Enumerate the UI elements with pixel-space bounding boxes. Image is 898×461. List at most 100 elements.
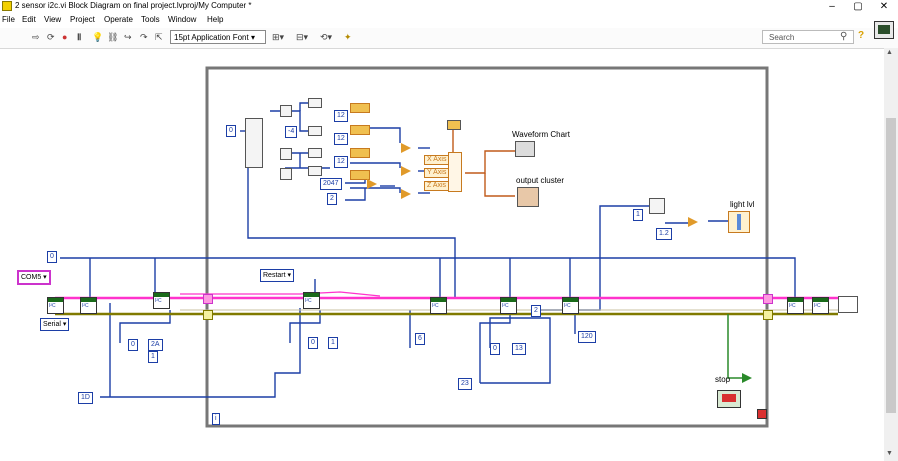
to-i16-node-3[interactable] (308, 148, 322, 158)
distribute-objects-icon[interactable]: ⊟▾ (296, 32, 309, 42)
twelve-constant-b[interactable]: 12 (334, 133, 348, 145)
stop-button-terminal[interactable]: STOP (717, 390, 741, 408)
visa-close-node[interactable] (812, 297, 829, 314)
waveform-chart-terminal[interactable] (515, 141, 535, 157)
index-array-node-2[interactable] (649, 198, 665, 214)
zero-constant-b[interactable]: 0 (308, 337, 318, 349)
to-i16-node-1[interactable] (308, 98, 322, 108)
one-constant-a[interactable]: 1 (148, 351, 158, 363)
i2c-read-node-2[interactable] (562, 297, 579, 314)
minimize-button[interactable]: – (829, 1, 835, 12)
menu-operate[interactable]: Operate (104, 15, 133, 24)
search-icon[interactable]: ⚲ (840, 31, 848, 42)
shift-register-left-error[interactable] (203, 310, 213, 320)
highlight-execution-icon[interactable]: 💡 (92, 32, 104, 42)
step-over-icon[interactable]: ↷ (140, 32, 148, 42)
shift-node-4[interactable] (350, 170, 370, 180)
one-constant-c[interactable]: 1 (633, 209, 643, 221)
i2c-write-node-3[interactable] (500, 297, 517, 314)
retain-wire-values-icon[interactable]: ⛓ (107, 32, 119, 42)
bundle-node[interactable] (448, 152, 462, 192)
i2c-write-node-1[interactable] (153, 292, 170, 309)
visa-configure-node[interactable] (47, 297, 64, 314)
twelve-constant-a[interactable]: 12 (334, 110, 348, 122)
c13-constant[interactable]: 13 (512, 343, 526, 355)
scrollbar-thumb[interactable] (886, 118, 896, 413)
two-constant-b[interactable]: 2 (531, 305, 541, 317)
zero-constant-c[interactable]: 0 (490, 343, 500, 355)
menu-project[interactable]: Project (70, 15, 95, 24)
join-numbers-node-3[interactable] (280, 168, 292, 180)
hex-1d-constant[interactable]: 1D (78, 392, 93, 404)
help-icon[interactable]: ? (858, 30, 865, 41)
zero-constant-a[interactable]: 0 (128, 339, 138, 351)
shift-register-left-visa[interactable] (203, 294, 213, 304)
i2c-config-node[interactable] (80, 297, 97, 314)
i2c-read-node-1[interactable] (430, 297, 447, 314)
search-input[interactable]: Search (762, 30, 854, 44)
i2c-close-node[interactable] (787, 297, 804, 314)
light-lvl-fill (737, 214, 741, 230)
twelve-constant-c[interactable]: 12 (334, 156, 348, 168)
loop-condition-icon[interactable] (757, 409, 767, 419)
menu-edit[interactable]: Edit (22, 15, 36, 24)
hex-2a-constant[interactable]: 2A (148, 339, 163, 351)
divide-node-y[interactable] (401, 166, 411, 176)
simple-error-handler-node[interactable] (838, 296, 858, 313)
join-numbers-node-1[interactable] (280, 105, 292, 117)
menu-help[interactable]: Help (207, 15, 224, 24)
output-cluster-terminal[interactable] (517, 187, 539, 207)
run-arrow-icon[interactable]: ⇨ (32, 32, 40, 42)
c2047-constant[interactable]: 2047 (320, 178, 342, 190)
shift-node-3[interactable] (350, 148, 370, 158)
scroll-down-icon[interactable]: ▼ (886, 450, 893, 457)
cluster-constant[interactable] (447, 120, 461, 130)
zero-constant-left[interactable]: 0 (226, 125, 236, 137)
join-numbers-node-2[interactable] (280, 148, 292, 160)
font-select[interactable]: 15pt Application Font ▾ (170, 30, 266, 44)
light-lvl-indicator[interactable] (728, 211, 750, 233)
vi-icon[interactable] (874, 21, 894, 39)
step-out-icon[interactable]: ⇱ (155, 32, 163, 42)
one-constant-b[interactable]: 1 (328, 337, 338, 349)
shift-node-1[interactable] (350, 103, 370, 113)
six-constant[interactable]: 6 (415, 333, 425, 345)
block-diagram[interactable]: i 0 COM5 ▾ Serial ▾ 0 2A 1 1D 0 -4 12 12… (0, 48, 884, 461)
close-button[interactable]: ✕ (879, 1, 889, 12)
c23-constant[interactable]: 23 (458, 378, 472, 390)
toolbar: ⇨ ⟳ ● Ⅱ 💡 ⛓ ↪ ↷ ⇱ 15pt Application Font … (0, 28, 898, 49)
subtract-node[interactable] (367, 179, 377, 189)
c120-constant[interactable]: 120 (578, 331, 596, 343)
c2-constant[interactable]: 2 (327, 193, 337, 205)
zero-constant-top[interactable]: 0 (47, 251, 57, 263)
run-continuously-icon[interactable]: ⟳ (47, 32, 55, 42)
menu-file[interactable]: File (2, 15, 15, 24)
shift-register-right-visa[interactable] (763, 294, 773, 304)
to-i16-node-2[interactable] (308, 126, 322, 136)
serial-ring[interactable]: Serial ▾ (40, 318, 70, 331)
cleanup-diagram-icon[interactable]: ✦ (344, 32, 352, 42)
pause-icon[interactable]: Ⅱ (77, 32, 82, 42)
i2c-write-node-2[interactable] (303, 292, 320, 309)
divide-node-x[interactable] (401, 143, 411, 153)
menu-window[interactable]: Window (168, 15, 197, 24)
divide-node-z[interactable] (401, 189, 411, 199)
index-array-node[interactable] (245, 118, 263, 168)
to-i16-node-4[interactable] (308, 166, 322, 176)
c1p2-constant[interactable]: 1.2 (656, 228, 672, 240)
menu-view[interactable]: View (44, 15, 62, 24)
reorder-icon[interactable]: ⟲▾ (320, 32, 333, 42)
com-port-constant[interactable]: COM5 ▾ (17, 270, 51, 285)
or-node[interactable] (742, 373, 752, 383)
minus4-constant[interactable]: -4 (285, 126, 298, 138)
restart-ring[interactable]: Restart ▾ (260, 269, 295, 282)
scroll-up-icon[interactable]: ▲ (886, 49, 893, 56)
menu-tools[interactable]: Tools (141, 15, 160, 24)
shift-register-right-error[interactable] (763, 310, 773, 320)
abort-icon[interactable]: ● (62, 32, 68, 42)
shift-node-2[interactable] (350, 125, 370, 135)
align-objects-icon[interactable]: ⊞▾ (272, 32, 285, 42)
restore-button[interactable]: ▢ (853, 1, 863, 12)
multiply-node[interactable] (688, 217, 698, 227)
step-into-icon[interactable]: ↪ (124, 32, 132, 42)
